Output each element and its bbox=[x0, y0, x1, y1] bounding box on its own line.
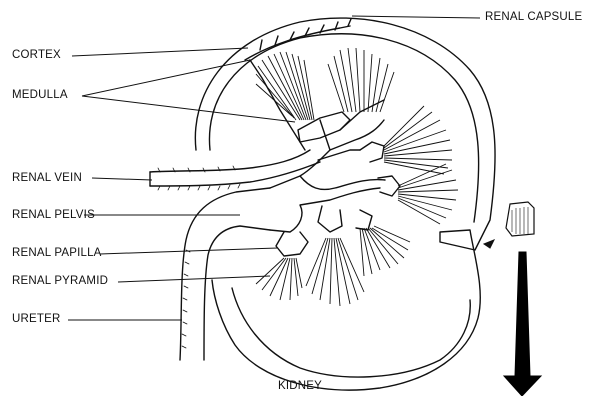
label-renal-capsule: RENAL CAPSULE bbox=[485, 11, 582, 23]
label-renal-pelvis: RENAL PELVIS bbox=[12, 209, 95, 221]
leader-cortex bbox=[72, 48, 248, 56]
leader-renal-vein bbox=[92, 178, 152, 180]
renal-pelvis bbox=[270, 120, 384, 188]
leader-renal-papilla bbox=[100, 248, 278, 254]
pyramid-7 bbox=[256, 258, 302, 300]
small-arrow bbox=[484, 240, 494, 248]
pyramid-3 bbox=[384, 106, 452, 174]
leader-medulla-1 bbox=[82, 60, 250, 96]
label-renal-vein: RENAL VEIN bbox=[12, 172, 82, 184]
leader-renal-capsule bbox=[352, 16, 480, 18]
cortex-lower-inner-line bbox=[232, 288, 470, 377]
tissue-sample bbox=[506, 202, 534, 236]
label-cortex: CORTEX bbox=[12, 49, 61, 61]
ureter bbox=[180, 188, 270, 360]
leader-medulla-2 bbox=[82, 96, 295, 122]
label-medulla: MEDULLA bbox=[12, 89, 68, 101]
label-renal-pyramid: RENAL PYRAMID bbox=[12, 275, 108, 287]
pyramid-4 bbox=[398, 164, 458, 224]
caption-kidney: KIDNEY bbox=[278, 380, 322, 392]
label-ureter: URETER bbox=[12, 313, 60, 325]
down-arrow bbox=[504, 252, 541, 396]
pyramid-6 bbox=[306, 238, 364, 306]
leader-renal-pyramid bbox=[118, 276, 270, 282]
label-renal-papilla: RENAL PAPILLA bbox=[12, 247, 102, 259]
pyramid-1 bbox=[256, 52, 314, 120]
pyramid-2 bbox=[328, 48, 394, 112]
pyramid-5 bbox=[360, 226, 410, 276]
renal-vein bbox=[150, 150, 310, 172]
cortex-inner-line bbox=[209, 34, 478, 222]
renal-pyramids bbox=[256, 48, 458, 306]
